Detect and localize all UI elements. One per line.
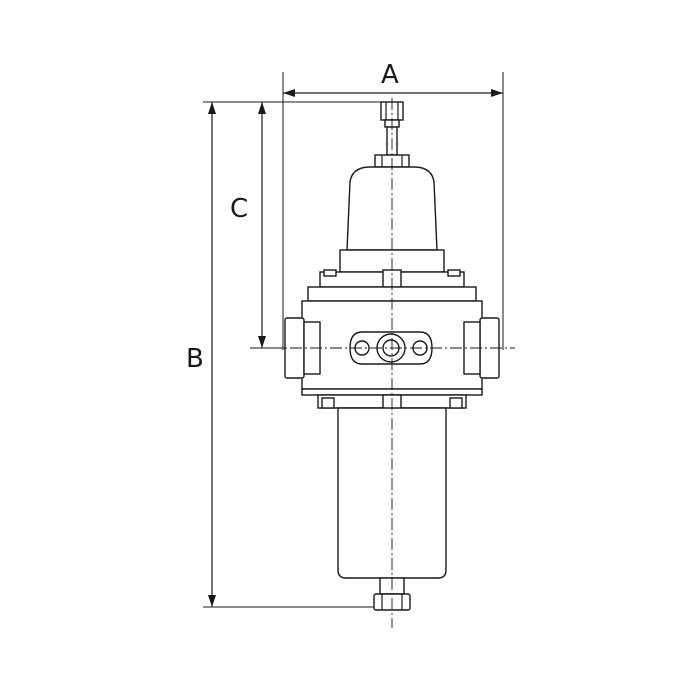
dimension-c-arrow-bottom <box>258 336 266 348</box>
dimension-b-arrow-bottom <box>208 595 216 607</box>
dimension-b <box>203 101 392 608</box>
dimension-b-label: B <box>186 344 204 374</box>
dimension-c-arrow-top <box>258 102 266 114</box>
dimension-c <box>250 102 290 349</box>
dimension-a-arrow-left <box>283 89 295 97</box>
dimension-c-label: C <box>230 194 249 224</box>
flange-bolt-1 <box>323 269 337 277</box>
dimension-b-arrow-top <box>208 102 216 114</box>
bowl-ring-bolt-right <box>449 397 463 409</box>
dimension-a-label: A <box>381 60 399 90</box>
flange-bolt-2 <box>447 269 461 277</box>
dimension-a-arrow-right <box>491 89 503 97</box>
bowl-ring-bolt-left <box>321 397 335 409</box>
dimension-a <box>282 72 504 350</box>
